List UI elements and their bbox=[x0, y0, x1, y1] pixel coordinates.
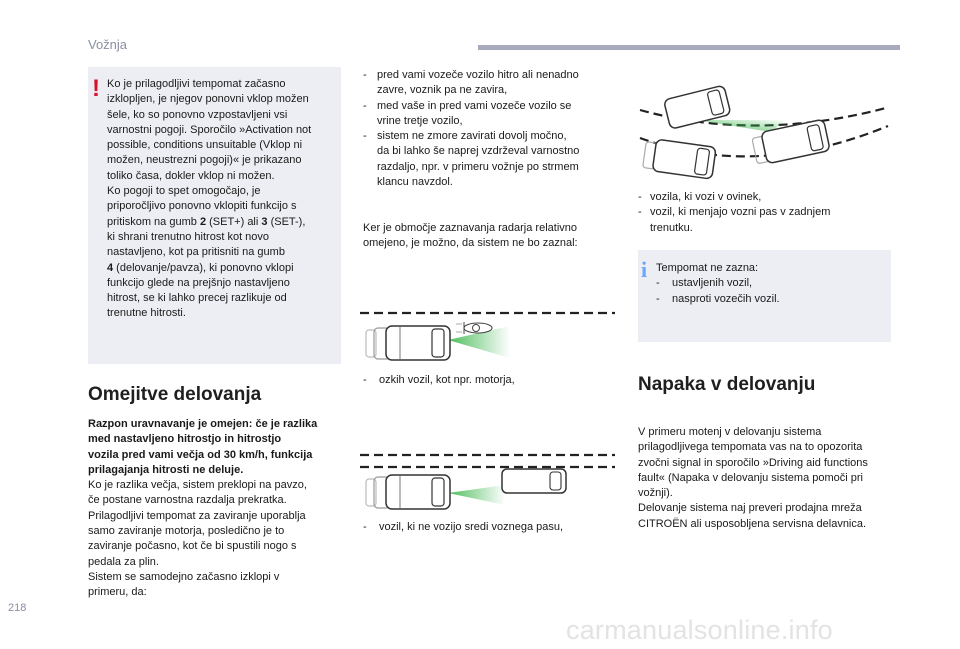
limits-text: Razpon uravnavanje je omejen: če je razl… bbox=[88, 417, 344, 601]
text-line: fault« (Napaka v delovanju sistema pomoč… bbox=[638, 471, 864, 484]
bold-line: vozila pred vami večja od 30 km/h, funkc… bbox=[88, 448, 313, 461]
warning-line: pritiskom na gumb 2 (SET+) ali 3 (SET-), bbox=[107, 215, 337, 230]
list-item: vozil, ki ne vozijo sredi voznega pasu, bbox=[363, 520, 623, 536]
van-icon bbox=[365, 474, 451, 510]
watermark: carmanualsonline.info bbox=[566, 615, 833, 645]
warning-line: šele, ko so ponovno vzpostavljeni vsi bbox=[107, 108, 288, 121]
van-ahead-icon bbox=[501, 468, 567, 494]
text-line: Prilagodljivi tempomat za zaviranje upor… bbox=[88, 509, 306, 522]
text-line: Delovanje sistema naj preveri prodajna m… bbox=[638, 502, 862, 515]
page-number: 218 bbox=[8, 602, 27, 614]
key-number: 4 bbox=[107, 261, 114, 274]
warning-line: toliko časa, dokler vklop ni možen. bbox=[107, 169, 275, 182]
text-line: Sistem se samodejno začasno izklopi v bbox=[88, 570, 280, 583]
text-line: trenutku. bbox=[650, 221, 693, 234]
text-line: CITROËN ali usposobljena servisna delavn… bbox=[638, 517, 867, 530]
info-i-icon: i bbox=[641, 257, 648, 282]
text-line: vožnji). bbox=[638, 487, 673, 500]
bold-line: Razpon uravnavanje je omejen: če je razl… bbox=[88, 418, 318, 430]
text-span: pritiskom na gumb bbox=[107, 215, 200, 228]
warning-line: nastavljeno, kot pa pritisniti na gumb bbox=[107, 246, 285, 259]
text-line: pred vami vozeče vozilo hitro ali nenadn… bbox=[377, 69, 579, 81]
col2-para: Ker je območje zaznavanja radarja relati… bbox=[363, 221, 623, 252]
col3-bullets: vozila, ki vozi v ovinek, vozil, ki menj… bbox=[638, 190, 893, 236]
warning-box bbox=[88, 67, 341, 364]
radar-beam bbox=[696, 120, 786, 132]
bold-line: med nastavljeno hitrostjo in hitrostjo bbox=[88, 433, 282, 446]
warning-line: priporočljivo ponovno vklopiti funkcijo … bbox=[107, 200, 297, 213]
warning-line: možen, neustrezni pogoji)« je prikazano bbox=[107, 154, 302, 167]
chapter-title: Vožnja bbox=[88, 37, 128, 52]
list-item: pred vami vozeče vozilo hitro ali nenadn… bbox=[363, 68, 623, 99]
text-line: prilagodljivega tempomata vas na to opoz… bbox=[638, 441, 863, 454]
warning-line: varnostni pogoji. Sporočilo »Activation … bbox=[107, 123, 312, 136]
van-lower-icon bbox=[642, 139, 717, 180]
van-curve-icon bbox=[751, 119, 830, 164]
list-item: sistem ne zmore zavirati dovolj močno, d… bbox=[363, 129, 623, 190]
info-text: Tempomat ne zazna: ustavljenih vozil, na… bbox=[656, 261, 886, 307]
text-line: pedala za plin. bbox=[88, 555, 159, 568]
van-upper-icon bbox=[664, 85, 731, 129]
warning-line: trenutne hitrosti. bbox=[107, 307, 186, 320]
bold-line: prilagajanja hitrosti ne deluje. bbox=[88, 463, 244, 476]
text-span: (SET+) ali bbox=[206, 215, 262, 228]
illustration-curve bbox=[639, 85, 889, 180]
text-line: omejeno, je možno, da sistem ne bo zazna… bbox=[363, 237, 578, 250]
warning-line: 4 (delovanje/pavza), ki ponovno vklopi bbox=[107, 261, 337, 276]
text-line: razdaljo, npr. v primeru vožnje po strme… bbox=[377, 160, 579, 173]
col2-lane: vozil, ki ne vozijo sredi voznega pasu, bbox=[363, 520, 623, 536]
text-line: zaviranje počasno, kot če bi spustili no… bbox=[88, 540, 297, 553]
text-line: da bi lahko še naprej vzdrževal varnostn… bbox=[377, 145, 580, 158]
list-item: med vaše in pred vami vozeče vozilo se v… bbox=[363, 99, 623, 130]
info-title: Tempomat ne zazna: bbox=[656, 262, 759, 274]
warning-exclamation-icon: ! bbox=[92, 75, 100, 102]
text-line: Ker je območje zaznavanja radarja relati… bbox=[363, 222, 578, 234]
warning-line: hitrost, se ki lahko precej razlikuje od bbox=[107, 292, 287, 305]
text-line: vozila, ki vozi v ovinek, bbox=[650, 191, 762, 203]
list-item: ozkih vozil, kot npr. motorja, bbox=[363, 373, 623, 389]
warning-line: possible, conditions unsuitable (Vklop n… bbox=[107, 139, 303, 152]
col2-moto: ozkih vozil, kot npr. motorja, bbox=[363, 373, 623, 389]
text-line: vozil, ki menjajo vozni pas v zadnjem bbox=[650, 206, 831, 219]
text-line: Ko je razlika večja, sistem preklopi na … bbox=[88, 479, 307, 492]
radar-beam bbox=[448, 326, 510, 358]
header-bar bbox=[478, 45, 900, 50]
motorcycle-icon bbox=[456, 322, 493, 334]
illustration-offcenter bbox=[360, 453, 615, 510]
section-heading-fault: Napaka v delovanju bbox=[638, 374, 816, 395]
text-span: (delovanje/pavza), ki ponovno vklopi bbox=[113, 261, 294, 274]
warning-line: Ko je prilagodljivi tempomat začasno bbox=[107, 78, 286, 90]
key-number: 2 bbox=[199, 215, 207, 228]
text-line: primeru, da: bbox=[88, 586, 147, 599]
van-icon bbox=[365, 325, 451, 361]
warning-line: Ko pogoji to spet omogočajo, je bbox=[107, 185, 261, 198]
illustration-motorcycle bbox=[360, 311, 615, 361]
list-item: vozil, ki menjajo vozni pas v zadnjem tr… bbox=[638, 205, 893, 236]
list-item: vozila, ki vozi v ovinek, bbox=[638, 190, 893, 206]
text-line: če postane varnostna razdalja prekratka. bbox=[88, 494, 287, 507]
text-line: klancu navzdol. bbox=[377, 176, 453, 189]
text-line: vrine tretje vozilo, bbox=[377, 114, 463, 127]
text-line: zvočni signal in sporočilo »Driving aid … bbox=[638, 456, 868, 469]
text-span: (SET-), bbox=[267, 215, 306, 228]
text-line: V primeru motenj v delovanju sistema bbox=[638, 426, 822, 438]
warning-line: izklopljen, je njegov ponovni vklop može… bbox=[107, 93, 309, 106]
key-number: 3 bbox=[261, 215, 268, 228]
fault-text: V primeru motenj v delovanju sistema pri… bbox=[638, 425, 900, 532]
warning-line: funkcijo glede na prejšnjo nastavljeno bbox=[107, 276, 290, 289]
radar-beam bbox=[448, 485, 505, 505]
list-item: nasproti vozečih vozil. bbox=[656, 292, 886, 308]
section-heading-limits: Omejitve delovanja bbox=[88, 384, 262, 405]
text-line: samo zaviranje motorja, posledično je to bbox=[88, 525, 285, 538]
text-line: zavre, voznik pa ne zavira, bbox=[377, 84, 508, 97]
list-item: ustavljenih vozil, bbox=[656, 276, 886, 292]
text-line: med vaše in pred vami vozeče vozilo se bbox=[377, 99, 572, 112]
warning-text: Ko je prilagodljivi tempomat začasno izk… bbox=[107, 77, 337, 322]
col2-bullets: pred vami vozeče vozilo hitro ali nenadn… bbox=[363, 68, 623, 190]
text-line: sistem ne zmore zavirati dovolj močno, bbox=[377, 130, 567, 143]
warning-line: ki shrani trenutno hitrost kot novo bbox=[107, 230, 270, 243]
